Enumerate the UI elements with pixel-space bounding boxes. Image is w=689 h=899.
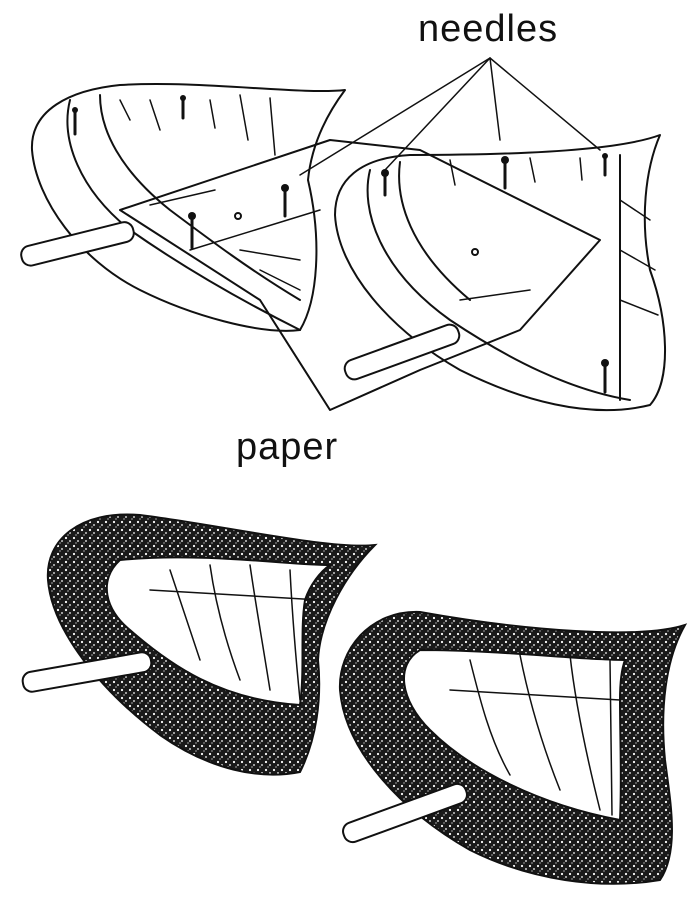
needles-label: needles: [418, 10, 558, 48]
top-left-leaf: [19, 84, 345, 331]
bottom-right-leaf: [340, 612, 685, 884]
bottom-illustration: [21, 514, 685, 883]
bottom-left-leaf: [21, 514, 375, 774]
top-illustration: [19, 58, 665, 410]
paper-label: paper: [236, 428, 338, 466]
needles-leader-lines: [300, 58, 600, 175]
top-right-leaf: [335, 135, 665, 410]
